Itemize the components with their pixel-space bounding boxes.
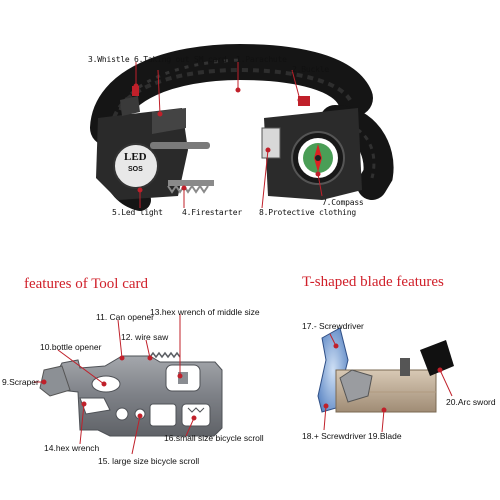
label-scraper: 9.Scraper [2, 377, 39, 387]
label-buckle: 2.Buckle [292, 65, 329, 74]
label-screwdriver-plus: 18.+ Screwdriver [302, 431, 367, 441]
label-firestarter: 4.Firestarter [182, 208, 243, 217]
label-bottle-opener: 10.bottle opener [40, 342, 102, 352]
tool-card [39, 351, 223, 437]
label-small-scroll: 16.small size bicycle scroll [164, 433, 264, 443]
buckle-right [261, 96, 362, 200]
label-large-scroll: 15. large size bicycle scroll [98, 456, 200, 466]
sos-engraving: SOS [128, 166, 143, 173]
label-wire-saw: 12. wire saw [121, 332, 169, 342]
tool-card-heading: features of Tool card [24, 276, 149, 292]
label-arc-sword: 20.Arc sword [446, 397, 496, 407]
t-blade [317, 327, 454, 413]
label-whistle: 3.Whistle [88, 55, 130, 64]
label-screwdriver-minus: 17.- Screwdriver [302, 321, 364, 331]
label-sm-card: 6.Taking out SM card [134, 55, 227, 64]
label-hex-middle: 13.hex wrench of middle size [150, 307, 260, 317]
label-blade: 19.Blade [368, 431, 402, 441]
buckle-left [96, 86, 214, 200]
pointer-lines [34, 62, 453, 455]
label-compass: 7.Compass [322, 198, 364, 207]
label-parachute: 1.Parachute [236, 55, 287, 64]
label-can-opener: 11. Can opener [96, 312, 154, 322]
led-engraving: LED [124, 151, 147, 163]
label-protective: 8.Protective clothing [259, 208, 356, 217]
label-hex-wrench: 14.hex wrench [44, 443, 100, 453]
blade-heading: T-shaped blade features [302, 274, 444, 290]
label-led-light: 5.Led light [112, 208, 163, 217]
